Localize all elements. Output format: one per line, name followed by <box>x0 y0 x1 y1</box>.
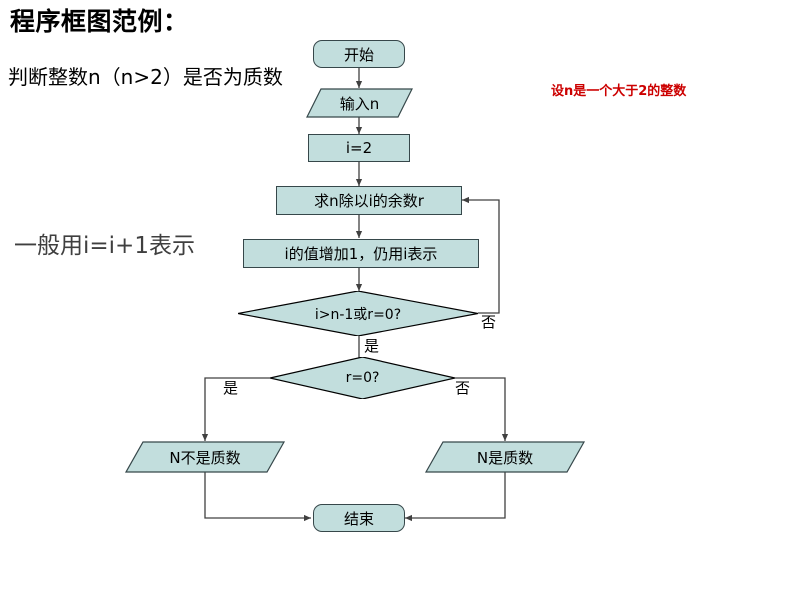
flow-node-output-prime[interactable]: N是质数 <box>424 441 586 473</box>
flow-node-end[interactable]: 结束 <box>313 504 405 532</box>
flow-node-init-i[interactable]: i=2 <box>308 134 410 162</box>
flow-node-decision-loop[interactable]: i>n-1或r=0? <box>238 291 478 336</box>
annotation-left: 一般用i=i+1表示 <box>14 233 195 259</box>
page-title: 程序框图范例： <box>10 7 189 36</box>
flow-node-compute-remainder-label: 求n除以i的余数r <box>314 192 424 210</box>
flow-node-start-label: 开始 <box>343 45 374 64</box>
flow-node-init-i-label: i=2 <box>345 139 373 157</box>
branch-label-r-yes: 是 <box>223 379 239 397</box>
branch-label-loop-yes: 是 <box>364 337 380 355</box>
slide-subtitle: 判断整数n（n>2）是否为质数 <box>8 65 283 89</box>
flow-node-end-label: 结束 <box>343 509 374 528</box>
flow-node-input-n[interactable]: 输入n <box>306 88 413 118</box>
branch-label-loop-no: 否 <box>481 313 497 331</box>
branch-label-r-no: 否 <box>455 379 471 397</box>
flow-node-increment-i-label: i的值增加1，仍用i表示 <box>284 245 438 263</box>
flow-node-output-not-prime[interactable]: N不是质数 <box>124 441 286 473</box>
flow-node-start[interactable]: 开始 <box>313 40 405 68</box>
annotation-red: 设n是一个大于2的整数 <box>551 84 687 99</box>
flow-node-increment-i[interactable]: i的值增加1，仍用i表示 <box>243 239 479 268</box>
flow-node-compute-remainder[interactable]: 求n除以i的余数r <box>276 186 462 215</box>
flow-node-decision-r[interactable]: r=0? <box>270 357 455 399</box>
